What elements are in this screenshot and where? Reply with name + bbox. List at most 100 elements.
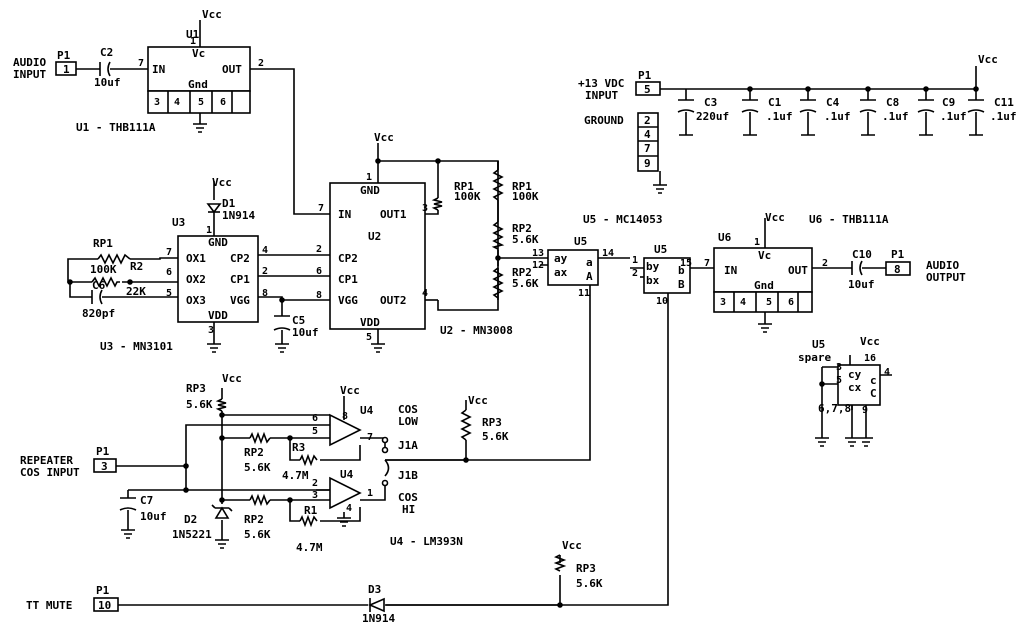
rp3-ref: RP3 bbox=[186, 382, 206, 395]
c7-ref: C7 bbox=[140, 494, 153, 507]
label-cos-low-1: COS bbox=[398, 403, 418, 416]
p1-ref: P1 bbox=[96, 584, 110, 597]
u5-ref: U5 bbox=[812, 338, 825, 351]
ground-symbol bbox=[859, 437, 873, 447]
pin-number: 3 bbox=[720, 297, 726, 308]
resistor-rp1-right bbox=[492, 169, 504, 201]
u5-ax: ax bbox=[554, 266, 568, 279]
capacitor-c6 bbox=[91, 289, 103, 305]
p1-pin: 4 bbox=[644, 128, 651, 141]
junction-dots bbox=[67, 86, 979, 608]
label-audio-output-1: AUDIO bbox=[926, 259, 959, 272]
diode-d2 bbox=[214, 506, 230, 519]
c11-ref: C11 bbox=[994, 96, 1014, 109]
pin-number: 4 bbox=[740, 297, 746, 308]
p1-pin: 2 bbox=[644, 114, 651, 127]
jumper-j1a-pin[interactable] bbox=[381, 436, 389, 444]
jumper-j1a-pin2[interactable] bbox=[381, 446, 389, 454]
rp1-value: 100K bbox=[454, 190, 481, 203]
u1-vc: Vc bbox=[192, 47, 205, 60]
pin-number: 4 bbox=[262, 245, 268, 256]
pin-number: 2 bbox=[316, 244, 322, 255]
vcc-label: Vcc bbox=[202, 8, 222, 21]
ground-symbol bbox=[215, 539, 229, 549]
u3-vdd: VDD bbox=[208, 309, 228, 322]
resistor-rp1-left bbox=[97, 253, 131, 265]
labels: AUDIO INPUT AUDIO OUTPUT REPEATER COS IN… bbox=[13, 8, 1017, 625]
label-j1b: J1B bbox=[398, 469, 418, 482]
ground-symbol bbox=[193, 123, 207, 133]
u3-desc: U3 - MN3101 bbox=[100, 340, 173, 353]
u3-ox2: OX2 bbox=[186, 273, 206, 286]
pin-number: 3 bbox=[422, 203, 428, 214]
resistors bbox=[91, 169, 567, 572]
u6-vc: Vc bbox=[758, 249, 771, 262]
c5-value: 10uf bbox=[292, 326, 319, 339]
c5-ref: C5 bbox=[292, 314, 305, 327]
u2-out1: OUT1 bbox=[380, 208, 407, 221]
jumpers bbox=[381, 436, 390, 487]
label-j1a: J1A bbox=[398, 439, 418, 452]
diode-d3 bbox=[367, 597, 385, 613]
u2-vdd: VDD bbox=[360, 316, 380, 329]
c2-value: 10uf bbox=[94, 76, 121, 89]
c3-value: 220uf bbox=[696, 110, 729, 123]
label-power-1: +13 VDC bbox=[578, 77, 624, 90]
u6-desc: U6 - THB111A bbox=[809, 213, 889, 226]
pin-number: 3 bbox=[208, 325, 214, 336]
jumper-j1b-link[interactable] bbox=[384, 459, 390, 477]
vcc-label: Vcc bbox=[765, 211, 785, 224]
pin-number: 6 bbox=[788, 297, 794, 308]
pin-number: 16 bbox=[864, 353, 876, 364]
r1-value: 4.7M bbox=[296, 541, 323, 554]
u1-out: OUT bbox=[222, 63, 242, 76]
ground-symbol bbox=[275, 343, 289, 353]
p1-pin: 1 bbox=[63, 63, 70, 76]
chip-u5a bbox=[547, 249, 599, 286]
pin-number: 13 bbox=[532, 248, 544, 259]
connector-pin-8 bbox=[885, 261, 911, 276]
p1-pin: 3 bbox=[101, 460, 108, 473]
capacitor-c11 bbox=[967, 99, 985, 113]
pin-number: 2 bbox=[312, 478, 318, 489]
rp2-value: 5.6K bbox=[512, 233, 539, 246]
c4-ref: C4 bbox=[826, 96, 840, 109]
comparator-u4a bbox=[316, 413, 362, 447]
ground-symbol bbox=[815, 437, 829, 447]
pin-number: 5 bbox=[366, 332, 372, 343]
resistor-rp2-bot bbox=[492, 267, 504, 299]
pin-number: 4 bbox=[422, 288, 428, 299]
chip-u5c bbox=[837, 364, 881, 406]
ground-symbol bbox=[371, 343, 385, 353]
label-u5-spare-pins: 6,7,8 bbox=[818, 402, 851, 415]
rp1-ref: RP1 bbox=[454, 180, 474, 193]
pin-number: 8 bbox=[316, 290, 322, 301]
c8-value: .1uf bbox=[882, 110, 909, 123]
u2-vgg: VGG bbox=[338, 294, 358, 307]
diode-d1 bbox=[206, 203, 222, 214]
connector-pin-10 bbox=[93, 597, 119, 612]
capacitor-c10 bbox=[851, 260, 863, 276]
r2-value: 22K bbox=[126, 285, 146, 298]
label-repeater-1: REPEATER bbox=[20, 454, 73, 467]
d1-value: 1N914 bbox=[222, 209, 255, 222]
u5-bx: bx bbox=[646, 274, 660, 287]
u3-cp2: CP2 bbox=[230, 252, 250, 265]
label-ground: GROUND bbox=[584, 114, 624, 127]
pin-number: 1 bbox=[366, 172, 372, 183]
u2-cp1: CP1 bbox=[338, 273, 358, 286]
capacitors bbox=[91, 61, 985, 511]
pin-number: 5 bbox=[836, 375, 842, 386]
u5-ref: U5 bbox=[574, 235, 587, 248]
pin-number: 8 bbox=[262, 288, 268, 299]
p1-ref: P1 bbox=[57, 49, 71, 62]
pin-number: 5 bbox=[312, 426, 318, 437]
rp1-value: 100K bbox=[512, 190, 539, 203]
diodes bbox=[206, 203, 385, 613]
pin-number: 2 bbox=[262, 266, 268, 277]
resistor-rp2-top bbox=[491, 221, 505, 250]
pin-number: 1 bbox=[754, 237, 760, 248]
jumper-j1b-pin[interactable] bbox=[381, 479, 389, 487]
u5-by: by bbox=[646, 260, 660, 273]
